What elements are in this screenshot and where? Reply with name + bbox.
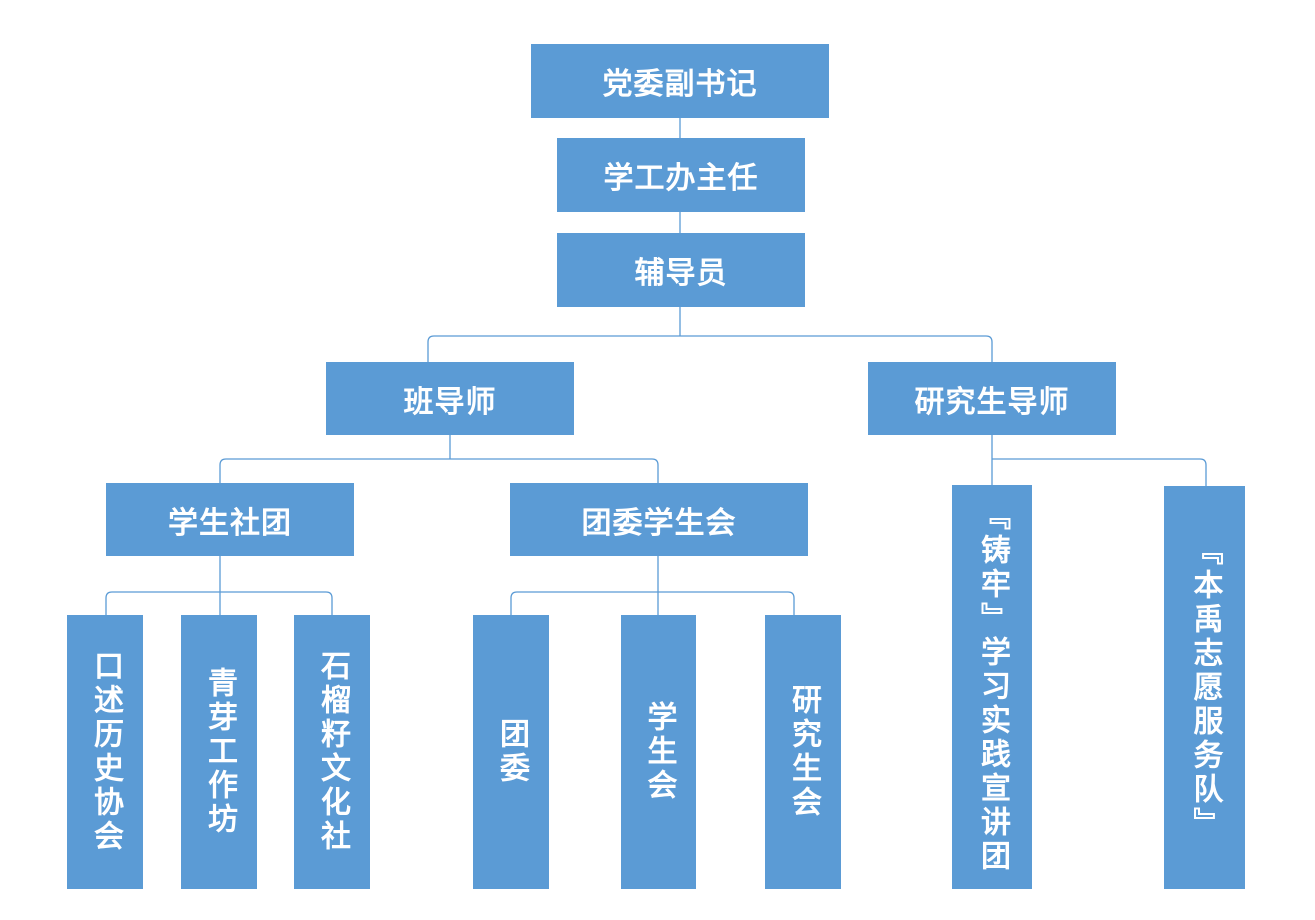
node-youth-league: 团委 [473,615,549,889]
node-label: 研究生会 [786,684,821,820]
connector-grad-mentor-branches [991,435,1207,486]
node-label: 党委副书记 [602,67,758,102]
node-label: 团委学生会 [581,505,737,541]
node-label: 学生会 [641,701,677,803]
node-student-clubs: 学生社团 [106,483,354,556]
node-benyu-volunteer-team: 『本禹志愿服务队』 [1164,486,1245,889]
connector-clubs-children [105,556,333,615]
node-graduate-union: 研究生会 [765,615,841,889]
node-pomegranate-culture-society: 石榴籽文化社 [294,615,370,889]
node-label: 学生社团 [168,505,292,541]
connector-class-mentor-branches [219,435,659,483]
node-label: 团委 [494,718,529,786]
node-graduate-mentor: 研究生导师 [868,362,1116,435]
node-label: 辅导员 [634,256,728,291]
node-party-deputy-secretary: 党委副书记 [531,44,829,118]
node-label: 『本禹志愿服务队』 [1187,534,1223,841]
node-label: 口述历史协会 [88,650,123,854]
node-counselor: 辅导员 [557,233,805,307]
node-student-affairs-director: 学工办主任 [557,138,805,212]
connector-counselor-mentors [427,307,993,362]
node-label: 石榴籽文化社 [315,650,350,854]
node-class-mentor: 班导师 [326,362,574,435]
node-oral-history-association: 口述历史协会 [67,615,143,889]
connector-union-children [510,556,795,615]
node-league-student-union: 团委学生会 [510,483,808,556]
node-label: 班导师 [403,384,497,420]
node-zhulao-lecture-group: 『铸牢』学习实践宣讲团 [952,485,1032,889]
node-student-union: 学生会 [621,615,696,889]
node-label: 『铸牢』学习实践宣讲团 [975,500,1010,874]
node-label: 学工办主任 [603,161,759,196]
node-label: 研究生导师 [914,384,1070,420]
node-qingya-workshop: 青芽工作坊 [181,615,257,889]
node-label: 青芽工作坊 [202,667,237,837]
